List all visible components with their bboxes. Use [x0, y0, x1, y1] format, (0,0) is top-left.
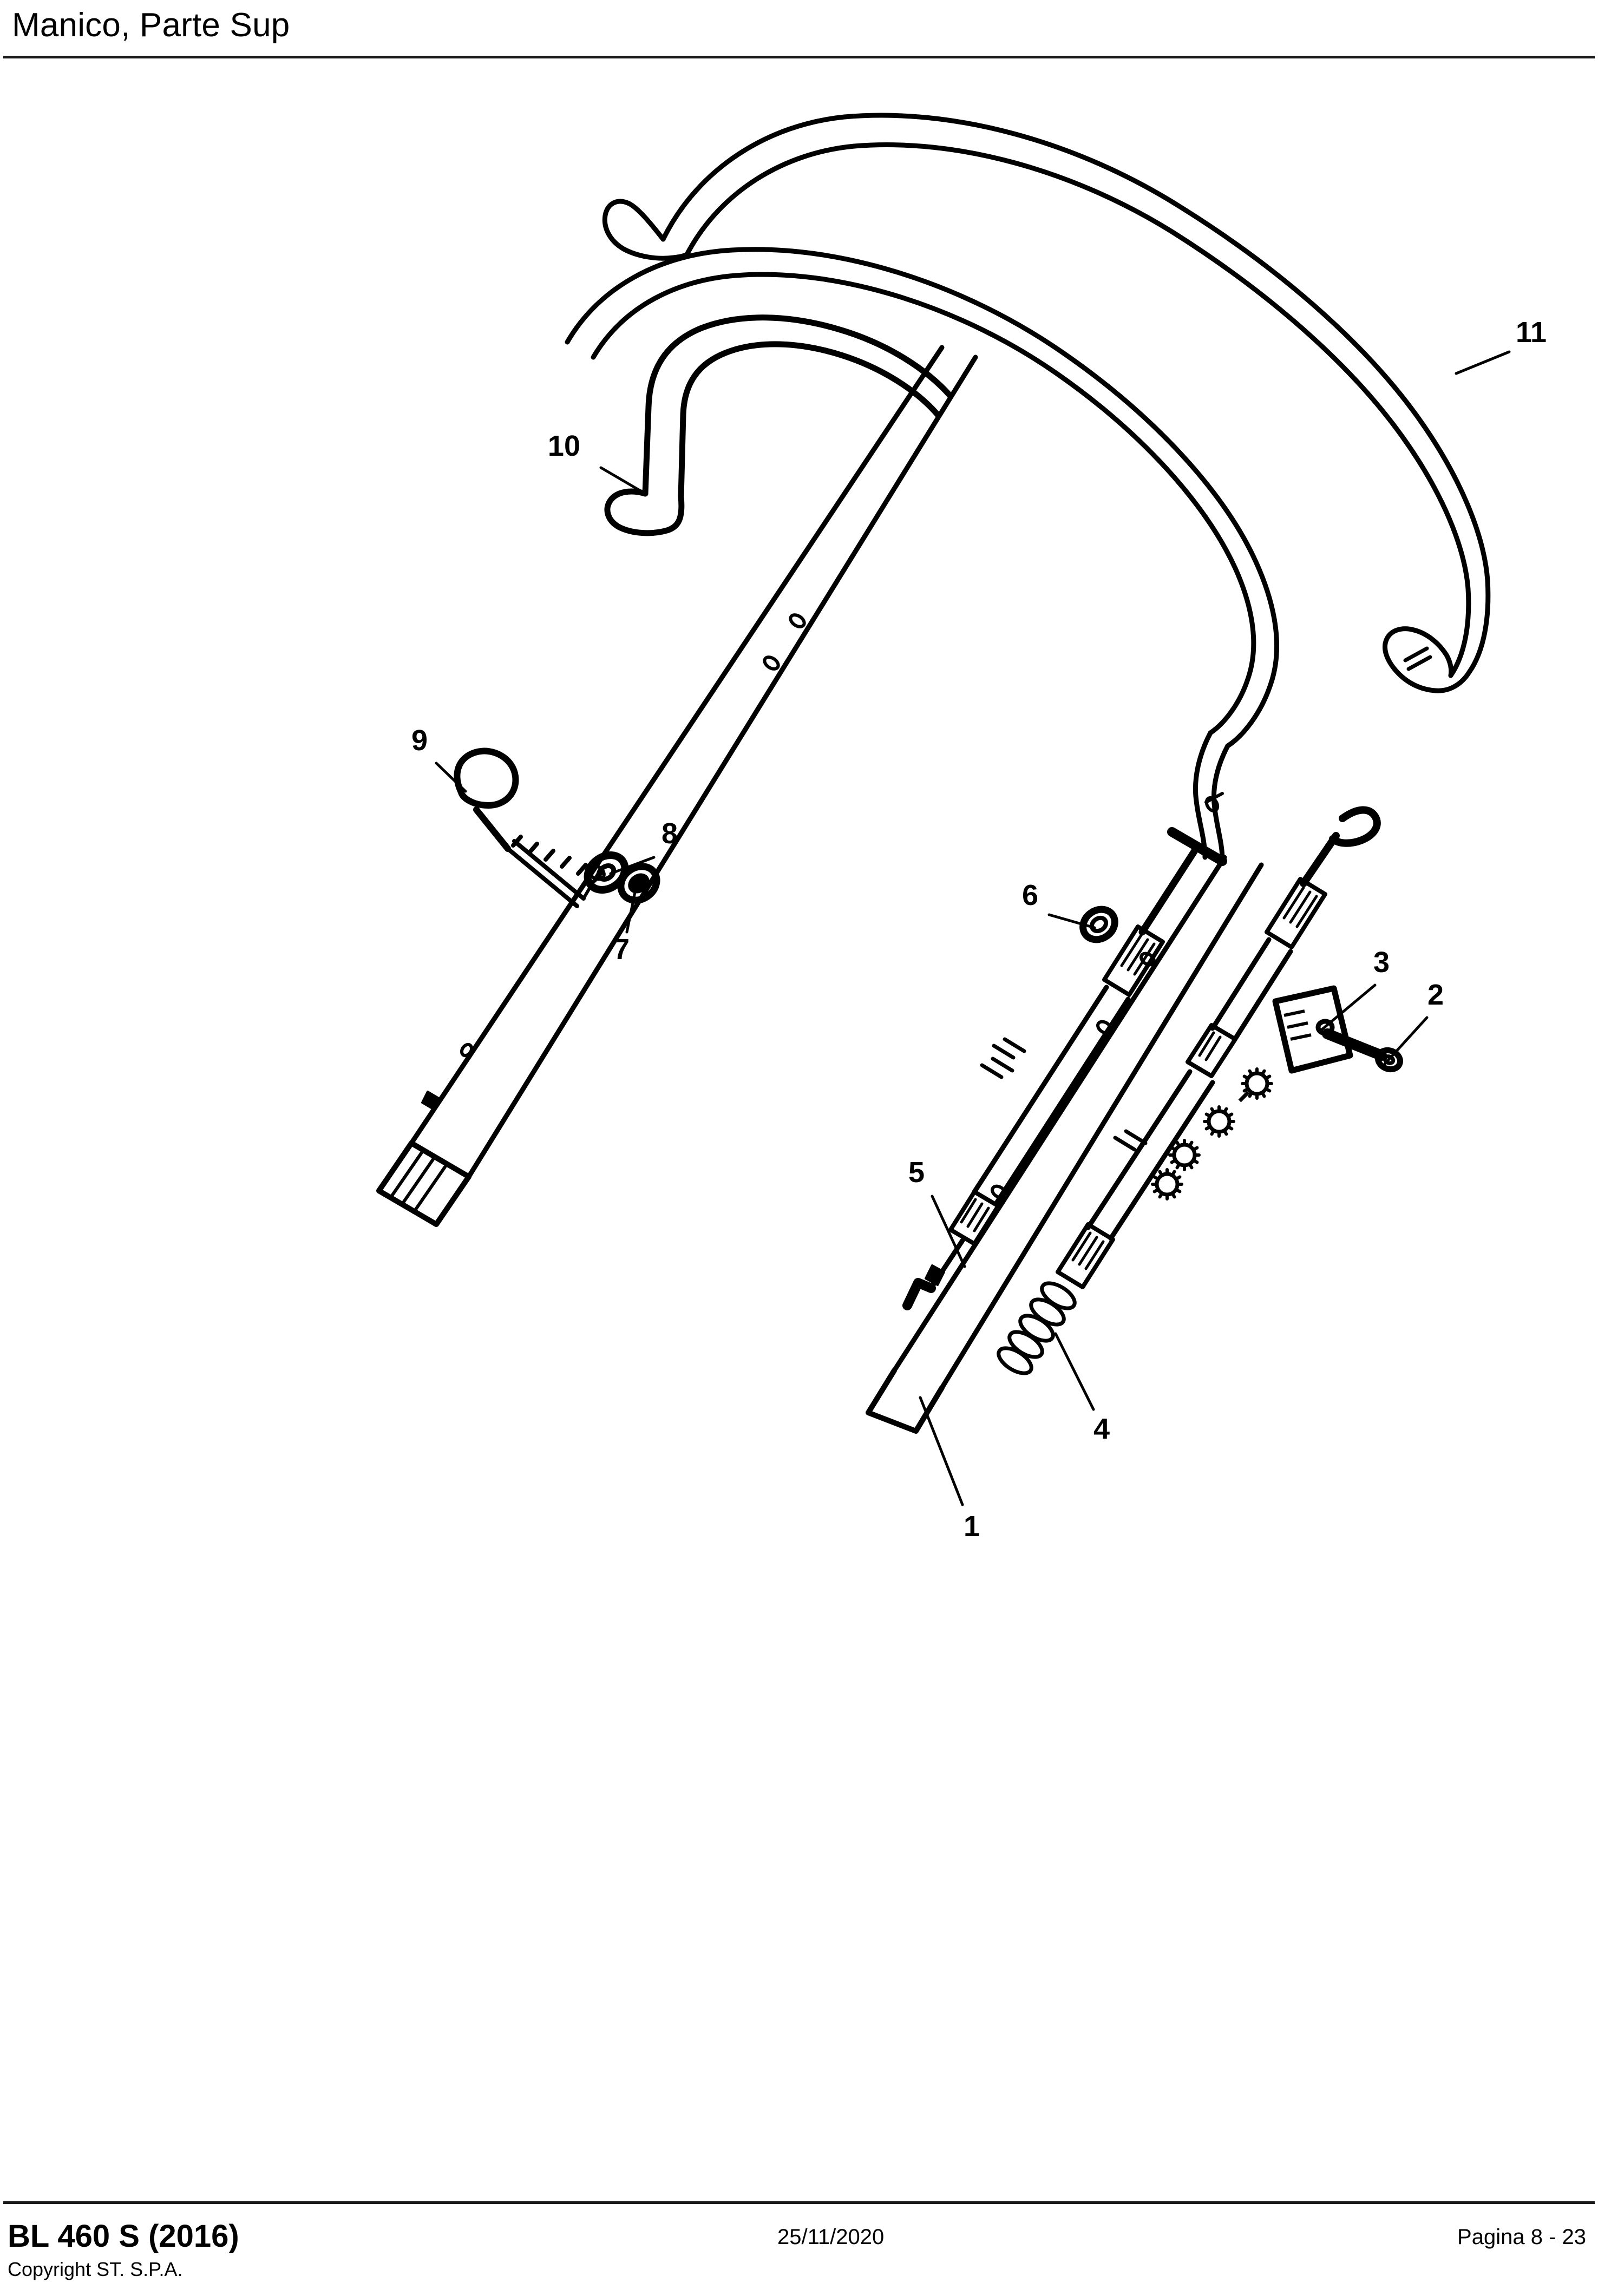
callout-labels: 11 10 9 8 7 6 5 4 3 2 1: [411, 316, 1547, 1543]
upper-handlebar-loop: [602, 113, 1491, 693]
leader-5: [931, 1195, 966, 1268]
callout-label-6: 6: [1022, 879, 1038, 911]
callout-leaders: [435, 350, 1511, 1506]
page-title: Manico, Parte Sup: [12, 6, 290, 44]
right-handle-tube: [866, 855, 1264, 1434]
safety-bail-rod: [604, 314, 954, 536]
leader-7: [625, 877, 639, 934]
leader-11: [1455, 350, 1511, 375]
model-name: BL 460 S (2016): [8, 2219, 239, 2254]
leader-1: [919, 1396, 964, 1506]
control-cable-right: [997, 806, 1381, 1375]
callout-label-1: 1: [964, 1510, 980, 1543]
hook-bolt: [454, 747, 604, 908]
copyright-notice: Copyright ST. S.P.A.: [8, 2258, 183, 2280]
inner-handlebar-loop: [565, 247, 1279, 862]
callout-label-10: 10: [548, 430, 580, 462]
page-number: Pagina 8 - 23: [1457, 2225, 1586, 2249]
callout-label-7: 7: [613, 933, 630, 966]
header-divider: [3, 56, 1595, 58]
parts-diagram: 11 10 9 8 7 6 5 4 3 2 1: [0, 61, 1598, 2197]
callout-label-2: 2: [1427, 979, 1444, 1011]
leader-8: [609, 856, 656, 875]
print-date: 25/11/2020: [777, 2225, 885, 2249]
flat-washer: [584, 851, 629, 894]
callout-label-8: 8: [662, 817, 678, 850]
footer-divider: [3, 2201, 1595, 2204]
page-footer: BL 460 S (2016) Copyright ST. S.P.A. 25/…: [0, 2197, 1598, 2296]
leader-2: [1382, 1016, 1429, 1067]
lock-nut: [617, 863, 660, 904]
page-header: Manico, Parte Sup: [0, 0, 1598, 61]
callout-label-11: 11: [1516, 316, 1547, 349]
parts-diagram-svg: 11 10 9 8 7 6 5 4 3 2 1: [376, 113, 1547, 1543]
callout-label-9: 9: [411, 724, 428, 757]
cable-clamp-block: [1272, 985, 1353, 1074]
clamp-screw: [1322, 1028, 1403, 1073]
leader-10: [599, 466, 647, 495]
control-cable-left: [902, 827, 1227, 1310]
leader-9: [435, 762, 467, 793]
cable-adjuster-nut: [1079, 906, 1118, 943]
callout-label-3: 3: [1373, 946, 1390, 979]
leader-3: [1320, 983, 1377, 1031]
leader-4: [1054, 1332, 1095, 1411]
serrated-washers: [1152, 1069, 1272, 1199]
callout-label-5: 5: [908, 1156, 925, 1189]
leader-6: [1047, 913, 1096, 929]
left-handle-tube: [376, 345, 978, 1227]
callout-label-4: 4: [1093, 1413, 1110, 1445]
